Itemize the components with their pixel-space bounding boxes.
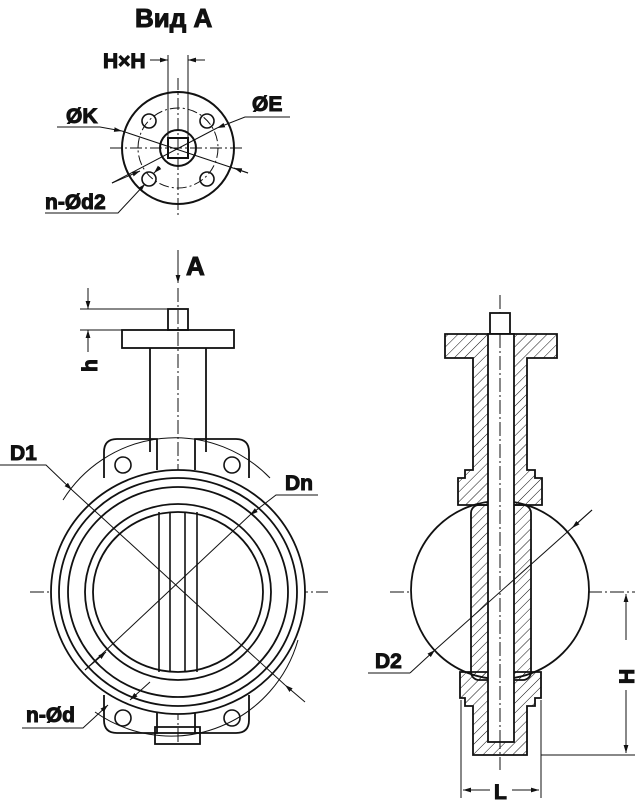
shaft-bore: [487, 333, 515, 743]
length-label: L: [494, 781, 507, 800]
bottom-stub: [154, 732, 201, 745]
d1-label: D1: [10, 442, 37, 465]
outer-diameter-label: ØE: [252, 93, 282, 116]
body-outer: [50, 469, 306, 715]
view-a-title: Вид А: [135, 3, 212, 33]
dn-label: Dn: [285, 472, 313, 495]
top-bolt-holes: [141, 113, 215, 187]
front-bolt-holes: [114, 456, 241, 727]
front-view: A h: [0, 250, 328, 745]
lug-top-left: [103, 438, 158, 478]
view-a: Вид А H×H ØK ØE n-Ød2: [45, 3, 290, 215]
stem-height-label: h: [79, 359, 102, 372]
front-holes-label: n-Ød: [26, 704, 75, 727]
height-label: H: [616, 669, 635, 684]
top-holes-label: n-Ød2: [45, 191, 106, 214]
disc-edge: [92, 511, 264, 673]
side-view: D2 H L: [368, 295, 635, 800]
lug-top-right: [194, 438, 250, 478]
d2-label: D2: [375, 650, 402, 673]
view-arrow-label: A: [186, 251, 205, 281]
bolt-arc-bottom: [94, 639, 299, 737]
lug-bottom-left: [103, 695, 158, 734]
bolt-arc-top: [62, 437, 271, 501]
square-size-label: H×H: [103, 50, 146, 73]
bolt-circle-label: ØK: [66, 105, 98, 128]
lug-bottom-right: [194, 695, 250, 734]
top-flange: [121, 329, 235, 349]
side-stem-top: [489, 312, 511, 335]
